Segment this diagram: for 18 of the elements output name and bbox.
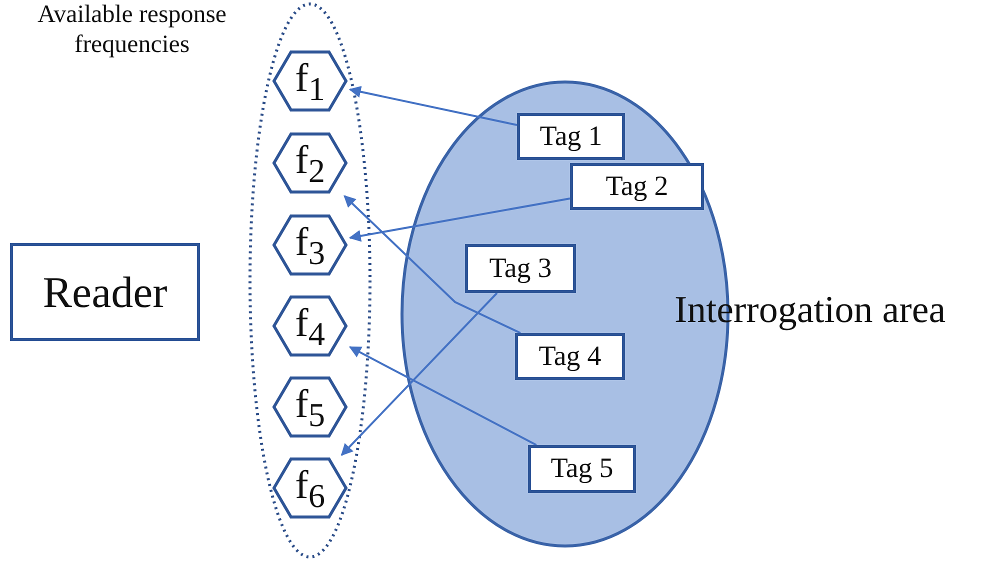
reader-box: Reader: [10, 243, 200, 341]
tag-box: Tag 2: [570, 163, 704, 210]
frequency-hexagon: f$_{4}$: [272, 295, 348, 357]
arrow: [340, 292, 498, 456]
tag-box: Tag 5: [528, 445, 636, 493]
frequency-hexagon: f$_{5}$: [272, 376, 348, 438]
frequency-hexagon: f$_{3}$: [272, 214, 348, 276]
arrow: [344, 195, 521, 334]
tag-box: Tag 4: [515, 333, 625, 380]
tag-box: Tag 3: [465, 244, 576, 293]
arrow: [348, 198, 570, 242]
frequency-hexagon: f$_{6}$: [272, 457, 348, 519]
group-heading: Available response frequencies: [36, 0, 228, 60]
arrow: [348, 346, 537, 446]
arrow: [348, 86, 518, 126]
frequency-hexagon: f$_{2}$: [272, 132, 348, 194]
tag-box: Tag 1: [517, 113, 625, 160]
frequency-hexagon: f$_{1}$: [272, 50, 348, 112]
